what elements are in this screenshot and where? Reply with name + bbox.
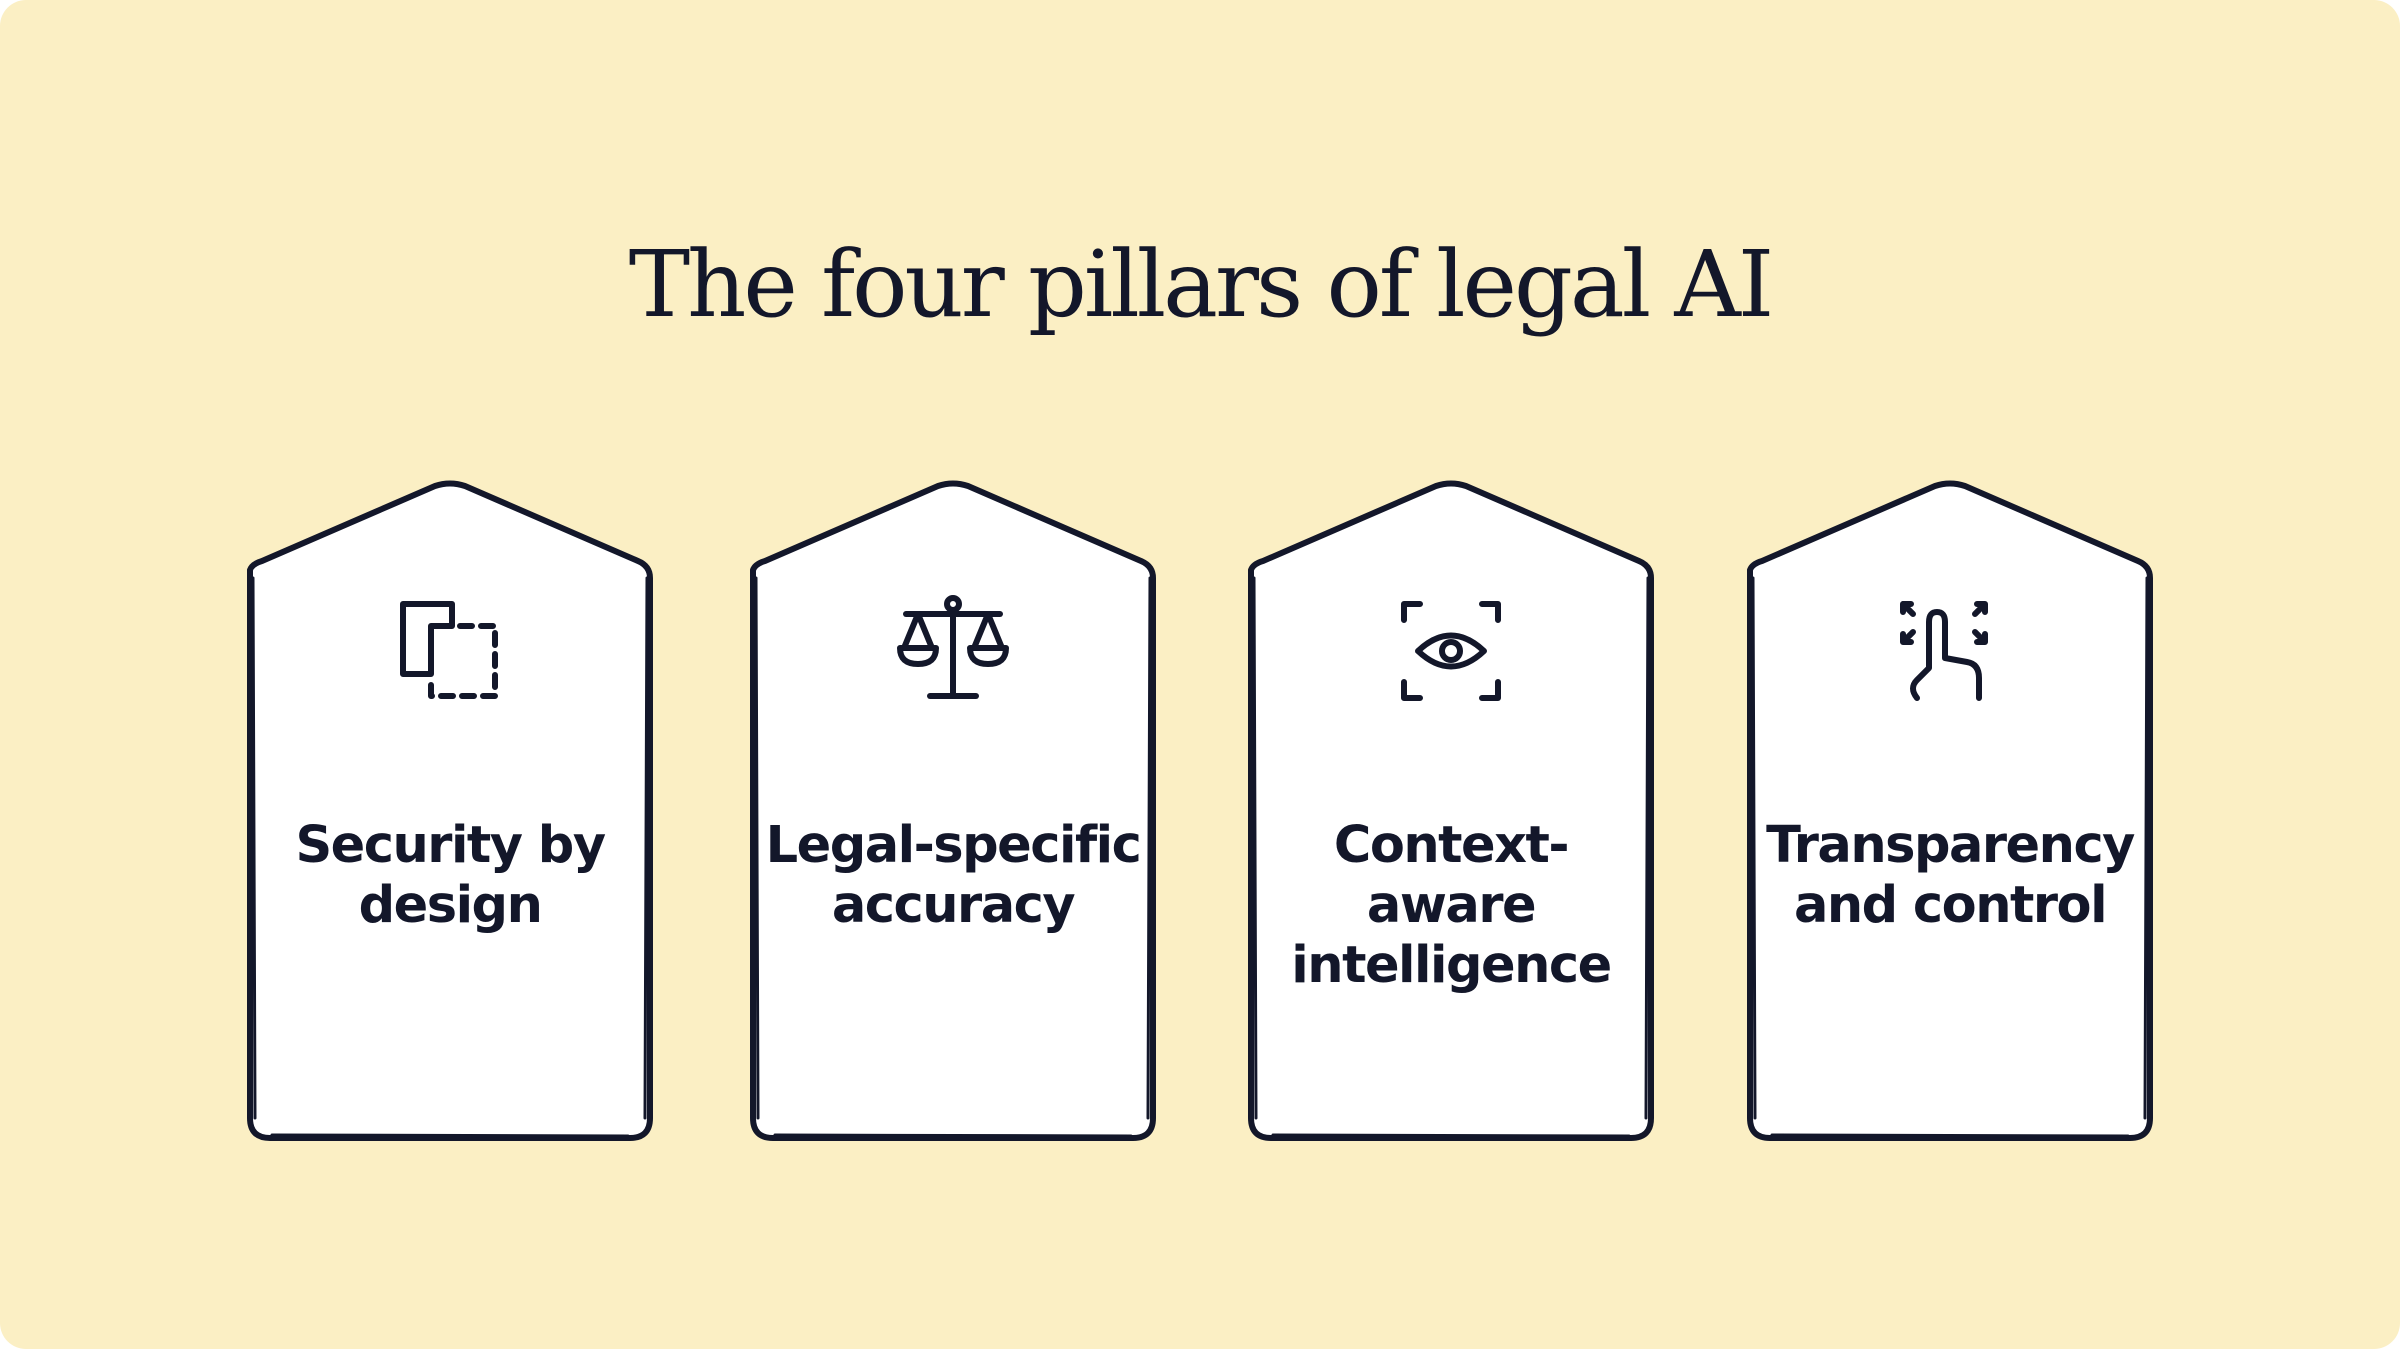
- pillar-house-shape: [1747, 480, 2153, 1141]
- pillar-label: Legal-specific accuracy: [765, 816, 1142, 935]
- hand-touch-gesture-icon: [1895, 596, 2005, 706]
- pillar-accuracy: Legal-specific accuracy: [733, 478, 1173, 1143]
- pillar-context: Context-aware intelligence: [1231, 478, 1671, 1143]
- eye-focus-icon: [1396, 596, 1506, 706]
- pillar-house-shape: [750, 480, 1156, 1141]
- pillar-security: Security by design: [230, 478, 670, 1143]
- pillar-transparency: Transparency and control: [1730, 478, 2170, 1143]
- diagram-title: The four pillars of legal AI: [628, 231, 1774, 338]
- pillar-house-shape: [1248, 480, 1654, 1141]
- pillar-house-shape: [247, 480, 653, 1141]
- pillar-label: Security by design: [295, 816, 606, 935]
- overlapping-squares-icon: [395, 596, 505, 706]
- pillar-label: Context-aware intelligence: [1291, 816, 1612, 995]
- pillar-label: Transparency and control: [1766, 816, 2135, 935]
- scales-of-justice-icon: [897, 595, 1009, 706]
